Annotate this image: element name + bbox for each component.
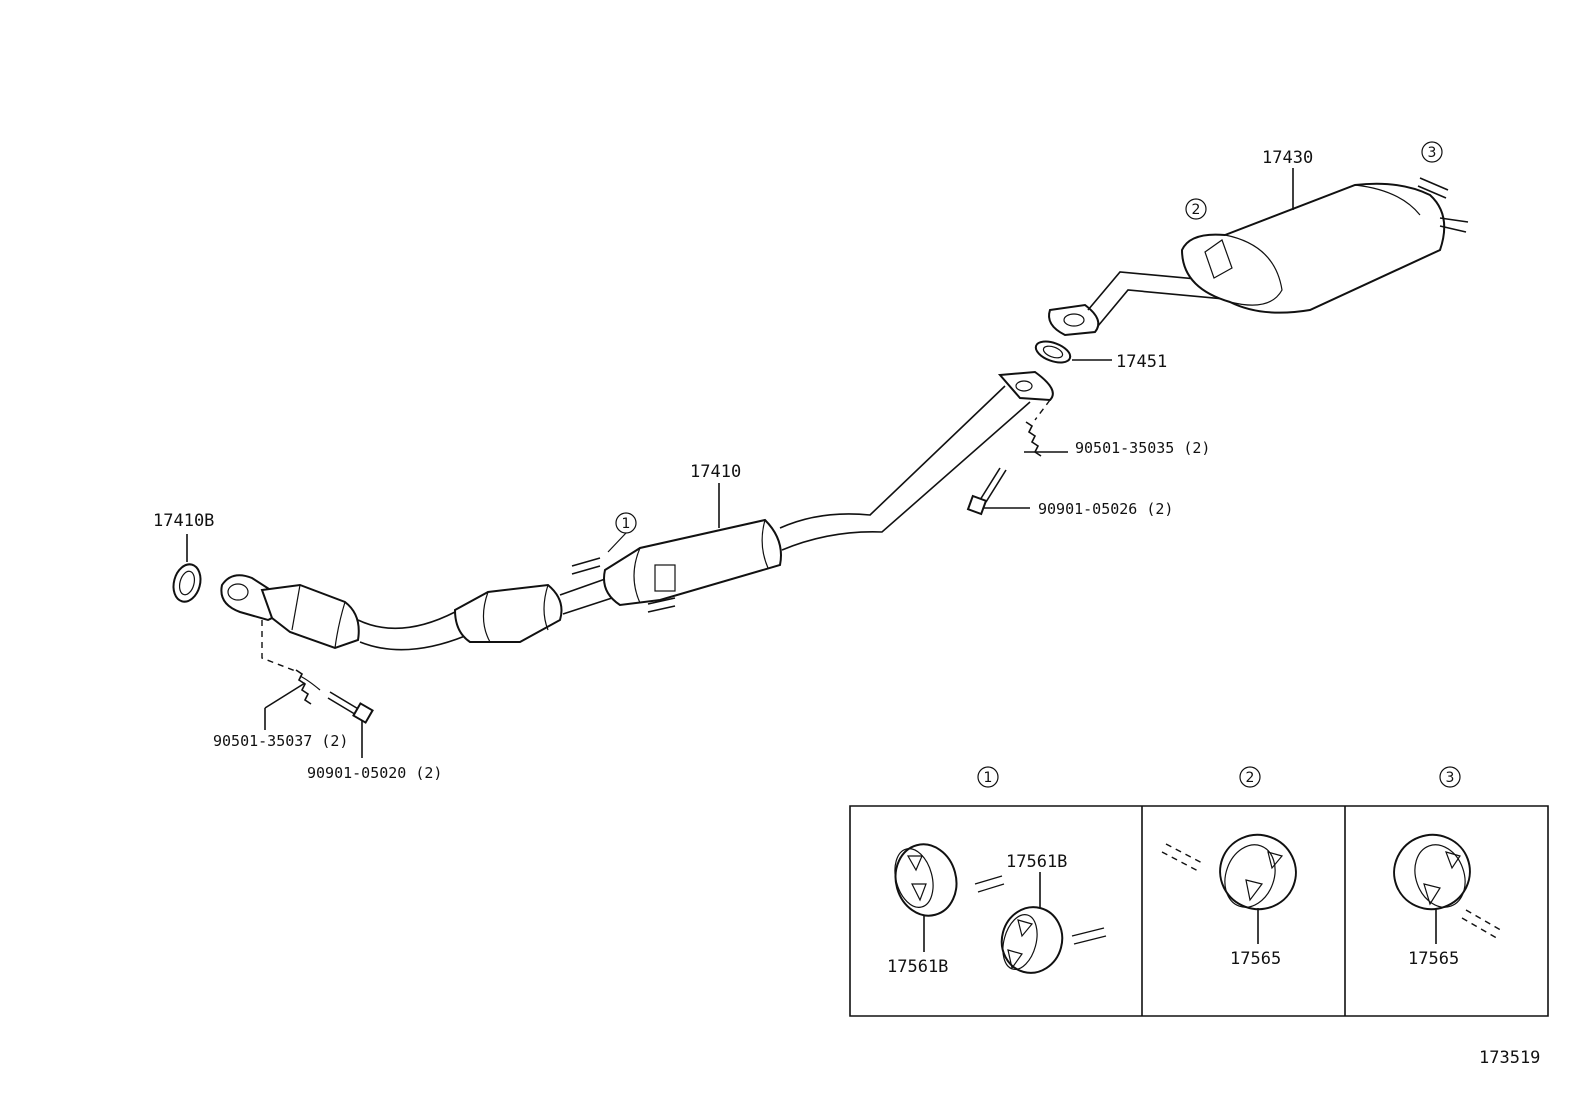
front-spring (261, 620, 321, 730)
detail-callout-1: 1 (977, 766, 999, 788)
hanger-1b (1000, 872, 1107, 974)
detail-callout-2: 2 (1239, 766, 1261, 788)
label-front-pipe: 17410 (690, 462, 741, 482)
label-hanger-1b: 17561B (1006, 852, 1067, 872)
label-hanger-3: 17565 (1408, 949, 1459, 969)
svg-text:2: 2 (1192, 202, 1201, 218)
label-rear-bolt: 90901-05026 (2) (1038, 500, 1173, 518)
svg-text:1: 1 (984, 770, 993, 786)
detail-panel-frame (849, 805, 1549, 1017)
rear-bolt (966, 467, 1030, 516)
svg-text:3: 3 (1446, 770, 1455, 786)
tail-gasket (1034, 340, 1112, 364)
svg-text:1: 1 (622, 516, 631, 532)
label-front-spring: 90501-35037 (2) (213, 732, 348, 750)
label-tail-gasket: 17451 (1116, 352, 1167, 372)
label-hanger-2: 17565 (1230, 949, 1281, 969)
front-gasket (172, 534, 202, 603)
callout-3-main: 3 (1421, 141, 1443, 163)
svg-text:2: 2 (1246, 770, 1255, 786)
detail-callout-3: 3 (1439, 766, 1461, 788)
rear-spring (1024, 399, 1068, 457)
callout-1-main: 1 (607, 512, 637, 553)
figure-id: 173519 (1479, 1048, 1540, 1068)
hanger-2 (1161, 833, 1297, 944)
label-front-gasket: 17410B (153, 511, 214, 531)
label-hanger-1a: 17561B (887, 957, 948, 977)
front-bolt (327, 691, 374, 758)
label-front-bolt: 90901-05020 (2) (307, 764, 442, 782)
muffler (1048, 168, 1469, 337)
callout-2-main: 2 (1185, 198, 1207, 220)
front-pipe-assembly (220, 370, 1054, 651)
label-muffler: 17430 (1262, 148, 1313, 168)
label-rear-spring: 90501-35035 (2) (1075, 439, 1210, 457)
svg-text:3: 3 (1428, 145, 1437, 161)
hanger-1a (894, 843, 1005, 952)
hanger-3 (1393, 833, 1505, 944)
